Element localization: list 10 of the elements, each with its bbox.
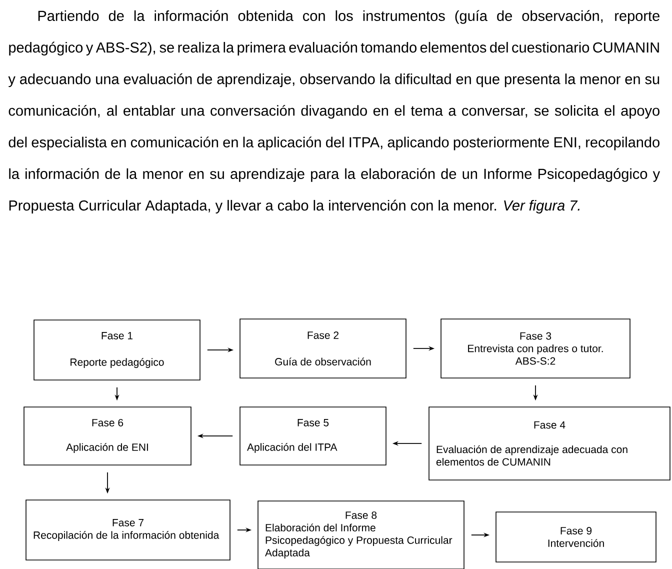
process-box: Fase 2 Guía de observación bbox=[240, 318, 406, 378]
process-box: Fase 7 Recopilación de la información obtenida bbox=[26, 500, 230, 560]
process-box: Fase 8 Elaboración del Informe Psicopedagógico y Propuesta Curricular Adaptada bbox=[258, 500, 464, 569]
process-box: Fase 9 Intervención bbox=[496, 512, 656, 562]
process-box: Fase 6 Aplicación de ENI bbox=[24, 406, 192, 466]
paragraph: Partiendo de la información obtenida con los instrumentos (guía de observación, reporte pedagógico y ABS-S2), se realiza la primera evaluación tomando elementos del cuestionario CUMANIN y adecuando una evaluación de aprendizaje, observando la dificultad en que presenta la menor en su comunicación, al entablar una conversación divagando en el tema a conversar, se solicita el apoyo del especialista en comunicación en la aplicación del ITPA, aplicando posteriormente ENI, recopilando la información de la menor en su aprendizaje para la elaboración de un Informe Psicopedagógico y Propuesta Curricular Adaptada, y llevar a cabo la intervención con la menor. Ver figura 7. bbox=[8, 10, 660, 214]
process-box: Fase 3 Entrevista con padres o tutor. ABS-S:2 bbox=[440, 318, 630, 378]
process-box: Fase 1 Reporte pedagógico bbox=[34, 320, 200, 380]
process-box: Fase 4 Evaluación de aprendizaje adecuada con elementos de CUMANIN bbox=[428, 406, 670, 480]
process-box: Fase 5 Aplicación del ITPA bbox=[240, 406, 386, 466]
